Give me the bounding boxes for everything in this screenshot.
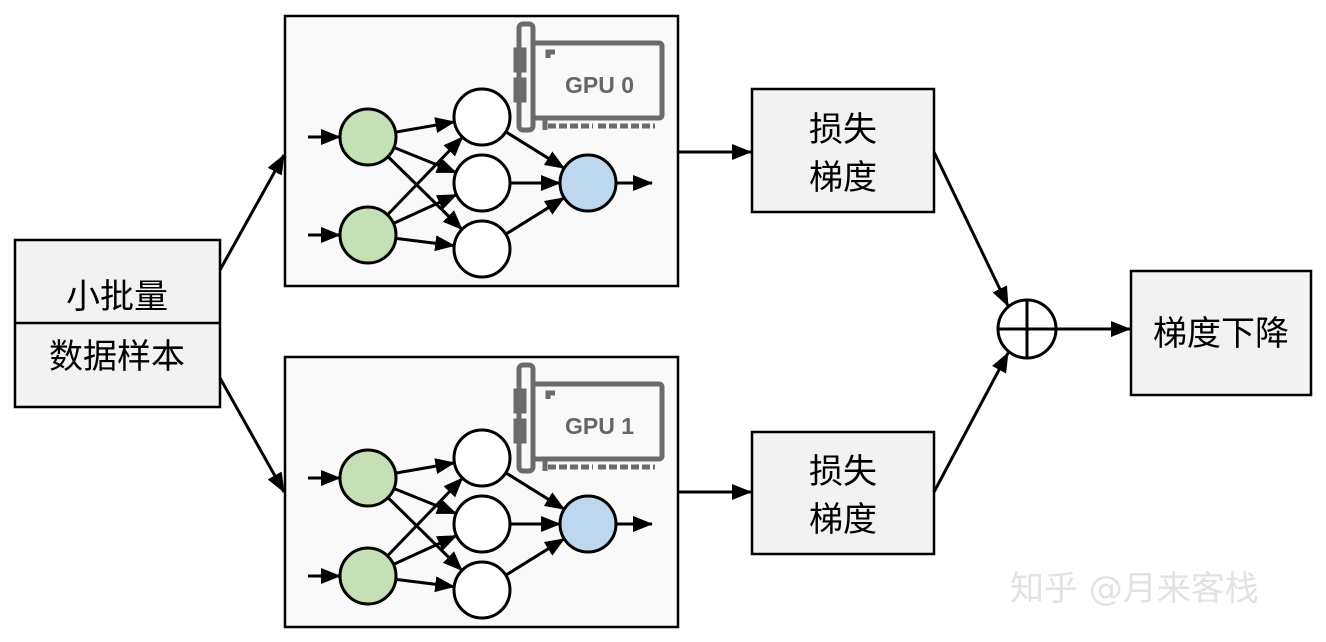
gpu1-label: GPU 1: [565, 413, 634, 439]
connection-edge: [386, 477, 464, 557]
sum-icon: [996, 298, 1058, 360]
input-node: [338, 107, 398, 167]
minibatch-label: 小批量: [66, 277, 168, 317]
hidden-node: [452, 494, 512, 554]
arrow-to-gpu1: [218, 377, 286, 493]
connection-edge: [393, 487, 457, 515]
hidden-node: [452, 87, 512, 147]
loss-gradient-box-0: 损失 梯度: [750, 87, 936, 214]
arrow-loss1-to-sum: [932, 352, 1010, 493]
connection-edge: [504, 196, 566, 236]
gpu1-panel: GPU 1: [283, 355, 680, 629]
connection-edge: [395, 576, 456, 593]
connection-edge: [504, 537, 566, 577]
connection-edge: [395, 235, 456, 252]
hidden-node: [452, 219, 512, 279]
input-node: [338, 448, 398, 508]
hidden-node: [452, 153, 512, 213]
connection-edge: [386, 496, 464, 572]
gradient-descent-box: 梯度下降: [1129, 269, 1313, 397]
connection-edge: [504, 130, 566, 170]
data-samples-label: 数据样本: [49, 337, 185, 377]
gpu0-label: GPU 0: [565, 72, 634, 98]
connection-edge: [386, 155, 464, 231]
gpu0-panel: GPU 0: [283, 14, 680, 288]
minibatch-box: 小批量 数据样本: [13, 238, 222, 409]
gradient-label: 梯度: [809, 158, 877, 198]
arrow-loss0-to-sum: [932, 151, 1010, 307]
hidden-node: [452, 428, 512, 488]
connection-edge: [392, 193, 458, 225]
connection-edge: [386, 136, 464, 216]
connection-edge: [393, 146, 457, 174]
connection-edge: [395, 117, 456, 134]
loss-gradient-box-1: 损失 梯度: [750, 430, 936, 556]
gpu-card-icon: [513, 362, 665, 474]
loss-label: 损失: [809, 452, 877, 492]
connection-edge: [504, 471, 566, 511]
arrow-to-gpu0: [218, 154, 286, 271]
connection-edge: [392, 534, 458, 566]
gpu-card-icon: [513, 21, 665, 133]
connection-edge: [395, 458, 456, 475]
gradient-descent-label: 梯度下降: [1153, 314, 1289, 354]
input-node: [338, 205, 398, 265]
hidden-node: [452, 560, 512, 620]
output-node: [558, 153, 618, 213]
loss-label: 损失: [809, 110, 877, 150]
input-node: [338, 546, 398, 606]
output-node: [558, 494, 618, 554]
gradient-label: 梯度: [809, 500, 877, 540]
watermark: 知乎 @月来客栈: [1010, 569, 1259, 609]
